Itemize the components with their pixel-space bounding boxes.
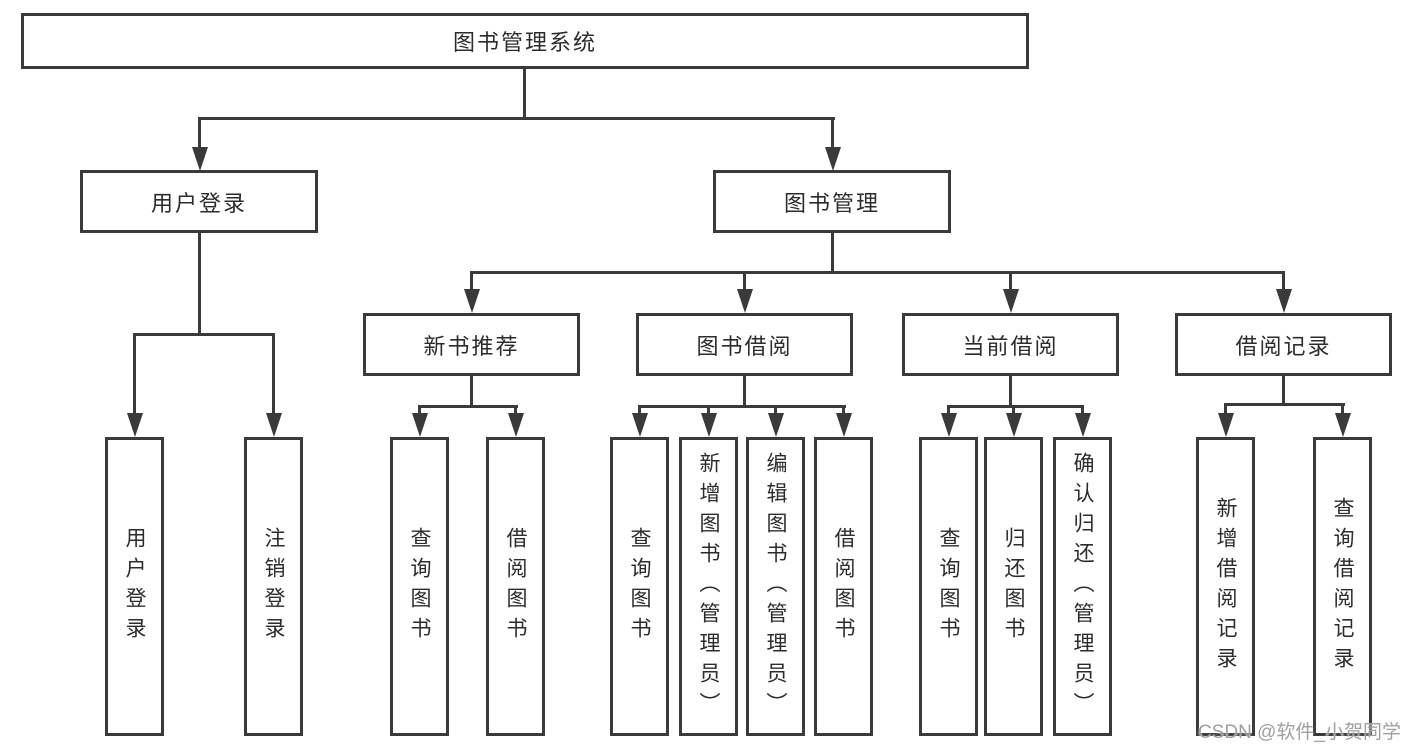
connector-line — [418, 405, 518, 408]
connector-line — [831, 117, 834, 150]
node-system: 图书管理系统 — [21, 13, 1029, 69]
connector-line — [198, 117, 201, 150]
connector-line — [831, 233, 834, 274]
leaf-borrow-books-2-label: 借阅图书 — [832, 526, 855, 647]
node-system-label: 图书管理系统 — [452, 30, 597, 55]
leaf-query-books-3: 查询图书 — [919, 437, 978, 736]
connector-line — [842, 405, 845, 415]
leaf-return-book-label: 归还图书 — [1002, 526, 1025, 647]
leaf-borrow-books-2: 借阅图书 — [814, 437, 873, 736]
node-new-book-recommend-label: 新书推荐 — [423, 333, 520, 359]
leaf-query-books-2-label: 查询图书 — [628, 526, 651, 647]
node-user-login-group: 用户登录 — [80, 170, 318, 233]
leaf-borrow-books-1: 借阅图书 — [486, 437, 545, 736]
node-book-borrowing-label: 图书借阅 — [696, 333, 793, 359]
arrow-down-icon — [191, 147, 208, 171]
arrow-down-icon — [1074, 413, 1091, 437]
connector-line — [947, 405, 1084, 408]
leaf-borrow-books-1-label: 借阅图书 — [504, 526, 527, 647]
leaf-confirm-return-admin-label: 确认归还（管理员） — [1071, 451, 1094, 722]
node-borrowing-records: 借阅记录 — [1175, 313, 1392, 376]
leaf-confirm-return-admin: 确认归还（管理员） — [1053, 437, 1112, 736]
leaf-user-login-label: 用户登录 — [123, 526, 146, 647]
arrow-down-icon — [736, 289, 753, 313]
node-new-book-recommend: 新书推荐 — [363, 313, 580, 376]
arrow-down-icon — [824, 147, 841, 171]
leaf-user-login: 用户登录 — [105, 437, 164, 736]
connector-line — [133, 333, 275, 336]
leaf-query-books-1: 查询图书 — [390, 437, 449, 736]
leaf-add-borrow-record: 新增借阅记录 — [1196, 437, 1255, 736]
connector-line — [523, 69, 526, 119]
connector-line — [1009, 376, 1012, 407]
connector-line — [1341, 403, 1344, 415]
leaf-query-borrow-record: 查询借阅记录 — [1313, 437, 1372, 736]
leaf-add-book-admin-label: 新增图书（管理员） — [697, 451, 720, 722]
node-book-borrowing: 图书借阅 — [636, 313, 853, 376]
connector-line — [743, 271, 746, 292]
leaf-return-book: 归还图书 — [984, 437, 1043, 736]
connector-line — [1009, 271, 1012, 292]
connector-line — [514, 405, 517, 415]
connector-line — [418, 405, 421, 415]
arrow-down-icon — [1005, 413, 1022, 437]
connector-line — [638, 405, 641, 415]
leaf-logout-label: 注销登录 — [262, 526, 285, 647]
connector-line — [638, 405, 846, 408]
connector-line — [272, 333, 275, 415]
connector-line — [947, 405, 950, 415]
node-borrowing-records-label: 借阅记录 — [1235, 333, 1332, 359]
arrow-down-icon — [126, 413, 143, 437]
leaf-query-borrow-record-label: 查询借阅记录 — [1331, 496, 1354, 677]
node-book-management-label: 图书管理 — [783, 190, 880, 216]
arrow-down-icon — [463, 289, 480, 313]
node-user-login-group-label: 用户登录 — [150, 190, 247, 216]
connector-line — [198, 117, 835, 120]
connector-line — [707, 405, 710, 415]
connector-line — [1224, 403, 1345, 406]
leaf-add-book-admin: 新增图书（管理员） — [679, 437, 738, 736]
arrow-down-icon — [940, 413, 957, 437]
connector-line — [198, 233, 201, 336]
arrow-down-icon — [1002, 289, 1019, 313]
connector-line — [470, 271, 1285, 274]
watermark: CSDN @软件_小贺同学 — [1198, 722, 1401, 743]
connector-line — [133, 333, 136, 415]
node-book-management: 图书管理 — [713, 170, 951, 233]
leaf-edit-book-admin: 编辑图书（管理员） — [746, 437, 805, 736]
arrow-down-icon — [507, 413, 524, 437]
arrow-down-icon — [1334, 413, 1351, 437]
connector-line — [743, 376, 746, 407]
connector-line — [470, 271, 473, 292]
leaf-add-borrow-record-label: 新增借阅记录 — [1214, 496, 1237, 677]
leaf-logout: 注销登录 — [244, 437, 303, 736]
connector-line — [1081, 405, 1084, 415]
connector-line — [774, 405, 777, 415]
arrow-down-icon — [1275, 289, 1292, 313]
connector-line — [1282, 271, 1285, 292]
leaf-query-books-3-label: 查询图书 — [937, 526, 960, 647]
arrow-down-icon — [835, 413, 852, 437]
arrow-down-icon — [1217, 413, 1234, 437]
arrow-down-icon — [411, 413, 428, 437]
arrow-down-icon — [767, 413, 784, 437]
connector-line — [1012, 405, 1015, 415]
connector-line — [1282, 376, 1285, 405]
connector-line — [1224, 403, 1227, 415]
node-current-borrowing: 当前借阅 — [902, 313, 1119, 376]
connector-line — [470, 376, 473, 407]
node-current-borrowing-label: 当前借阅 — [962, 333, 1059, 359]
arrow-down-icon — [265, 413, 282, 437]
arrow-down-icon — [700, 413, 717, 437]
arrow-down-icon — [631, 413, 648, 437]
leaf-query-books-1-label: 查询图书 — [408, 526, 431, 647]
leaf-query-books-2: 查询图书 — [610, 437, 669, 736]
leaf-edit-book-admin-label: 编辑图书（管理员） — [764, 451, 787, 722]
